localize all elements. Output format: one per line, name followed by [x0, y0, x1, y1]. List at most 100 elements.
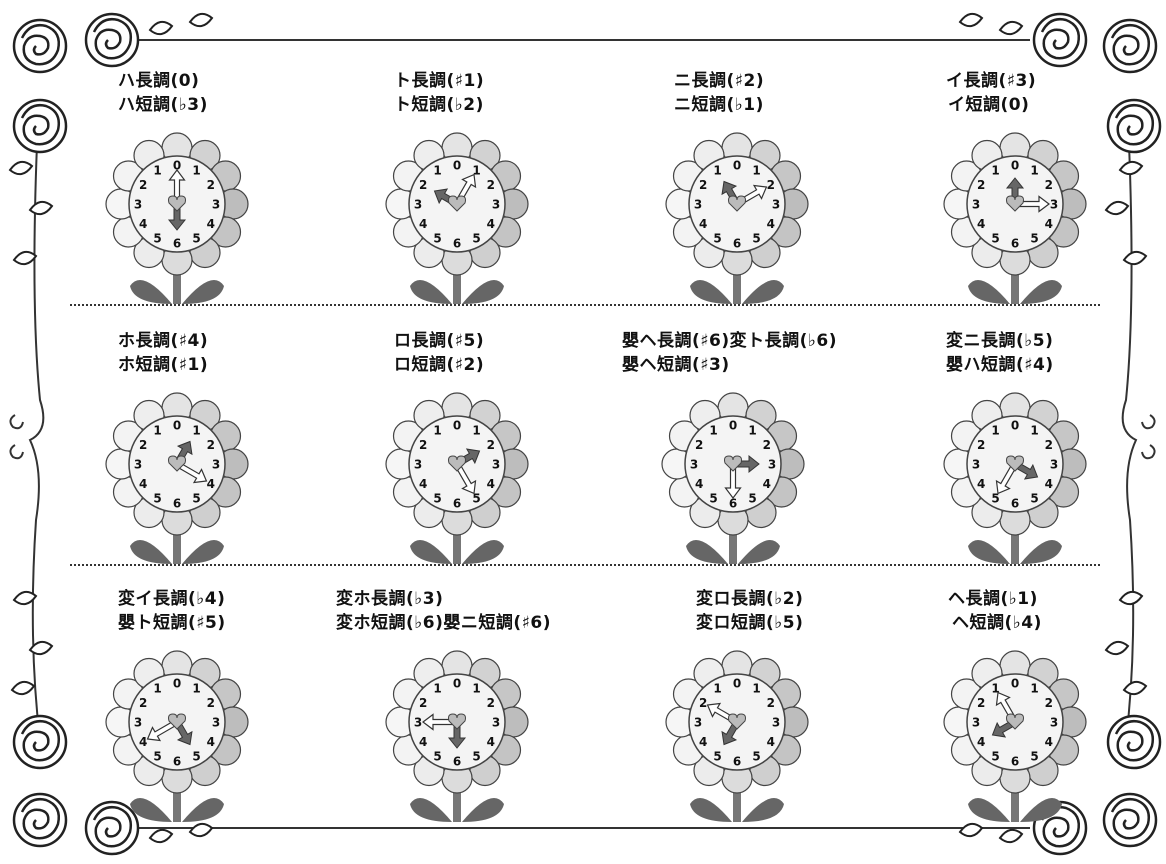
- dial-number: 2: [207, 696, 215, 710]
- dial-number: 4: [699, 735, 707, 749]
- dial-number: 3: [134, 716, 142, 730]
- minor-key-label: ロ短調(♯2): [394, 355, 485, 375]
- dial-number: 1: [1030, 424, 1038, 438]
- dial-number: 3: [492, 716, 500, 730]
- major-key-label: ト長調(♯1): [394, 71, 485, 91]
- dial-number: 5: [713, 749, 721, 763]
- dial-number: 1: [752, 682, 760, 696]
- dial-number: 6: [729, 497, 737, 511]
- dial-number: 3: [772, 198, 780, 212]
- heart-center: [1006, 195, 1024, 212]
- dial-number: 5: [472, 749, 480, 763]
- dial-number: 3: [772, 716, 780, 730]
- row-divider: [70, 304, 1100, 306]
- minor-key-label: ヘ短調(♭4): [952, 613, 1042, 633]
- minor-key-label: 嬰ヘ短調(♯3): [622, 355, 730, 375]
- dial-number: 2: [487, 438, 495, 452]
- minor-key-label: ハ短調(♭3): [118, 95, 208, 115]
- dial-number: 3: [414, 198, 422, 212]
- heart-center: [1006, 713, 1024, 730]
- dial-number: 1: [192, 424, 200, 438]
- dial-number: 6: [453, 755, 461, 769]
- dial-number: 4: [695, 477, 703, 491]
- dial-number: 3: [972, 716, 980, 730]
- dial-number: 1: [153, 424, 161, 438]
- dial-number: 4: [139, 477, 147, 491]
- dial-number: 4: [419, 217, 427, 231]
- dial-number: 3: [694, 716, 702, 730]
- heart-center: [724, 455, 742, 472]
- minor-key-label: ニ短調(♭1): [674, 95, 764, 115]
- minor-key-label: 嬰ハ短調(♯4): [946, 355, 1054, 375]
- major-key-label: ホ長調(♯4): [118, 331, 209, 351]
- dial-number: 5: [991, 491, 999, 505]
- dial-number: 0: [1011, 159, 1019, 173]
- dial-number: 6: [733, 755, 741, 769]
- dial-number: 1: [752, 164, 760, 178]
- minor-key-label: 変ロ短調(♭5): [696, 613, 804, 633]
- dial-number: 4: [487, 735, 495, 749]
- dial-number: 4: [763, 477, 771, 491]
- dial-number: 5: [1030, 491, 1038, 505]
- dial-number: 2: [977, 438, 985, 452]
- dial-number: 5: [153, 491, 161, 505]
- dial-number: 5: [709, 491, 717, 505]
- major-key-label: イ長調(♯3): [946, 71, 1037, 91]
- dial-number: 0: [173, 419, 181, 433]
- dial-number: 4: [207, 217, 215, 231]
- dial-number: 3: [134, 458, 142, 472]
- dial-number: 4: [699, 217, 707, 231]
- dial-number: 3: [414, 716, 422, 730]
- dial-number: 1: [472, 682, 480, 696]
- dial-number: 3: [134, 198, 142, 212]
- dial-number: 3: [694, 198, 702, 212]
- dial-number: 4: [1045, 477, 1053, 491]
- heart-center: [448, 195, 466, 212]
- dial-number: 4: [1045, 217, 1053, 231]
- dial-number: 2: [1045, 178, 1053, 192]
- dial-number: 3: [492, 458, 500, 472]
- dial-number: 2: [419, 438, 427, 452]
- heart-center: [448, 713, 466, 730]
- dial-number: 6: [173, 497, 181, 511]
- heart-center: [728, 713, 746, 730]
- major-key-label: 変ニ長調(♭5): [946, 331, 1054, 351]
- dial-number: 1: [433, 424, 441, 438]
- dial-number: 3: [690, 458, 698, 472]
- dial-number: 2: [695, 438, 703, 452]
- minor-key-label: ホ短調(♯1): [118, 355, 209, 375]
- dial-number: 5: [153, 231, 161, 245]
- heart-center: [448, 455, 466, 472]
- dial-number: 2: [139, 696, 147, 710]
- major-key-label: ハ長調(0): [118, 71, 200, 91]
- minor-key-label: 変ホ短調(♭6)嬰ニ短調(♯6): [336, 613, 551, 633]
- dial-number: 2: [419, 696, 427, 710]
- dial-number: 5: [1030, 749, 1038, 763]
- dial-number: 3: [212, 458, 220, 472]
- dial-number: 5: [192, 749, 200, 763]
- dial-number: 6: [1011, 237, 1019, 251]
- dial-number: 1: [472, 424, 480, 438]
- dial-number: 5: [433, 231, 441, 245]
- dial-number: 2: [977, 178, 985, 192]
- dial-number: 1: [192, 682, 200, 696]
- minor-key-label: イ短調(0): [948, 95, 1030, 115]
- dial-number: 0: [1011, 677, 1019, 691]
- dial-number: 1: [991, 682, 999, 696]
- dial-number: 6: [1011, 755, 1019, 769]
- dial-number: 2: [767, 178, 775, 192]
